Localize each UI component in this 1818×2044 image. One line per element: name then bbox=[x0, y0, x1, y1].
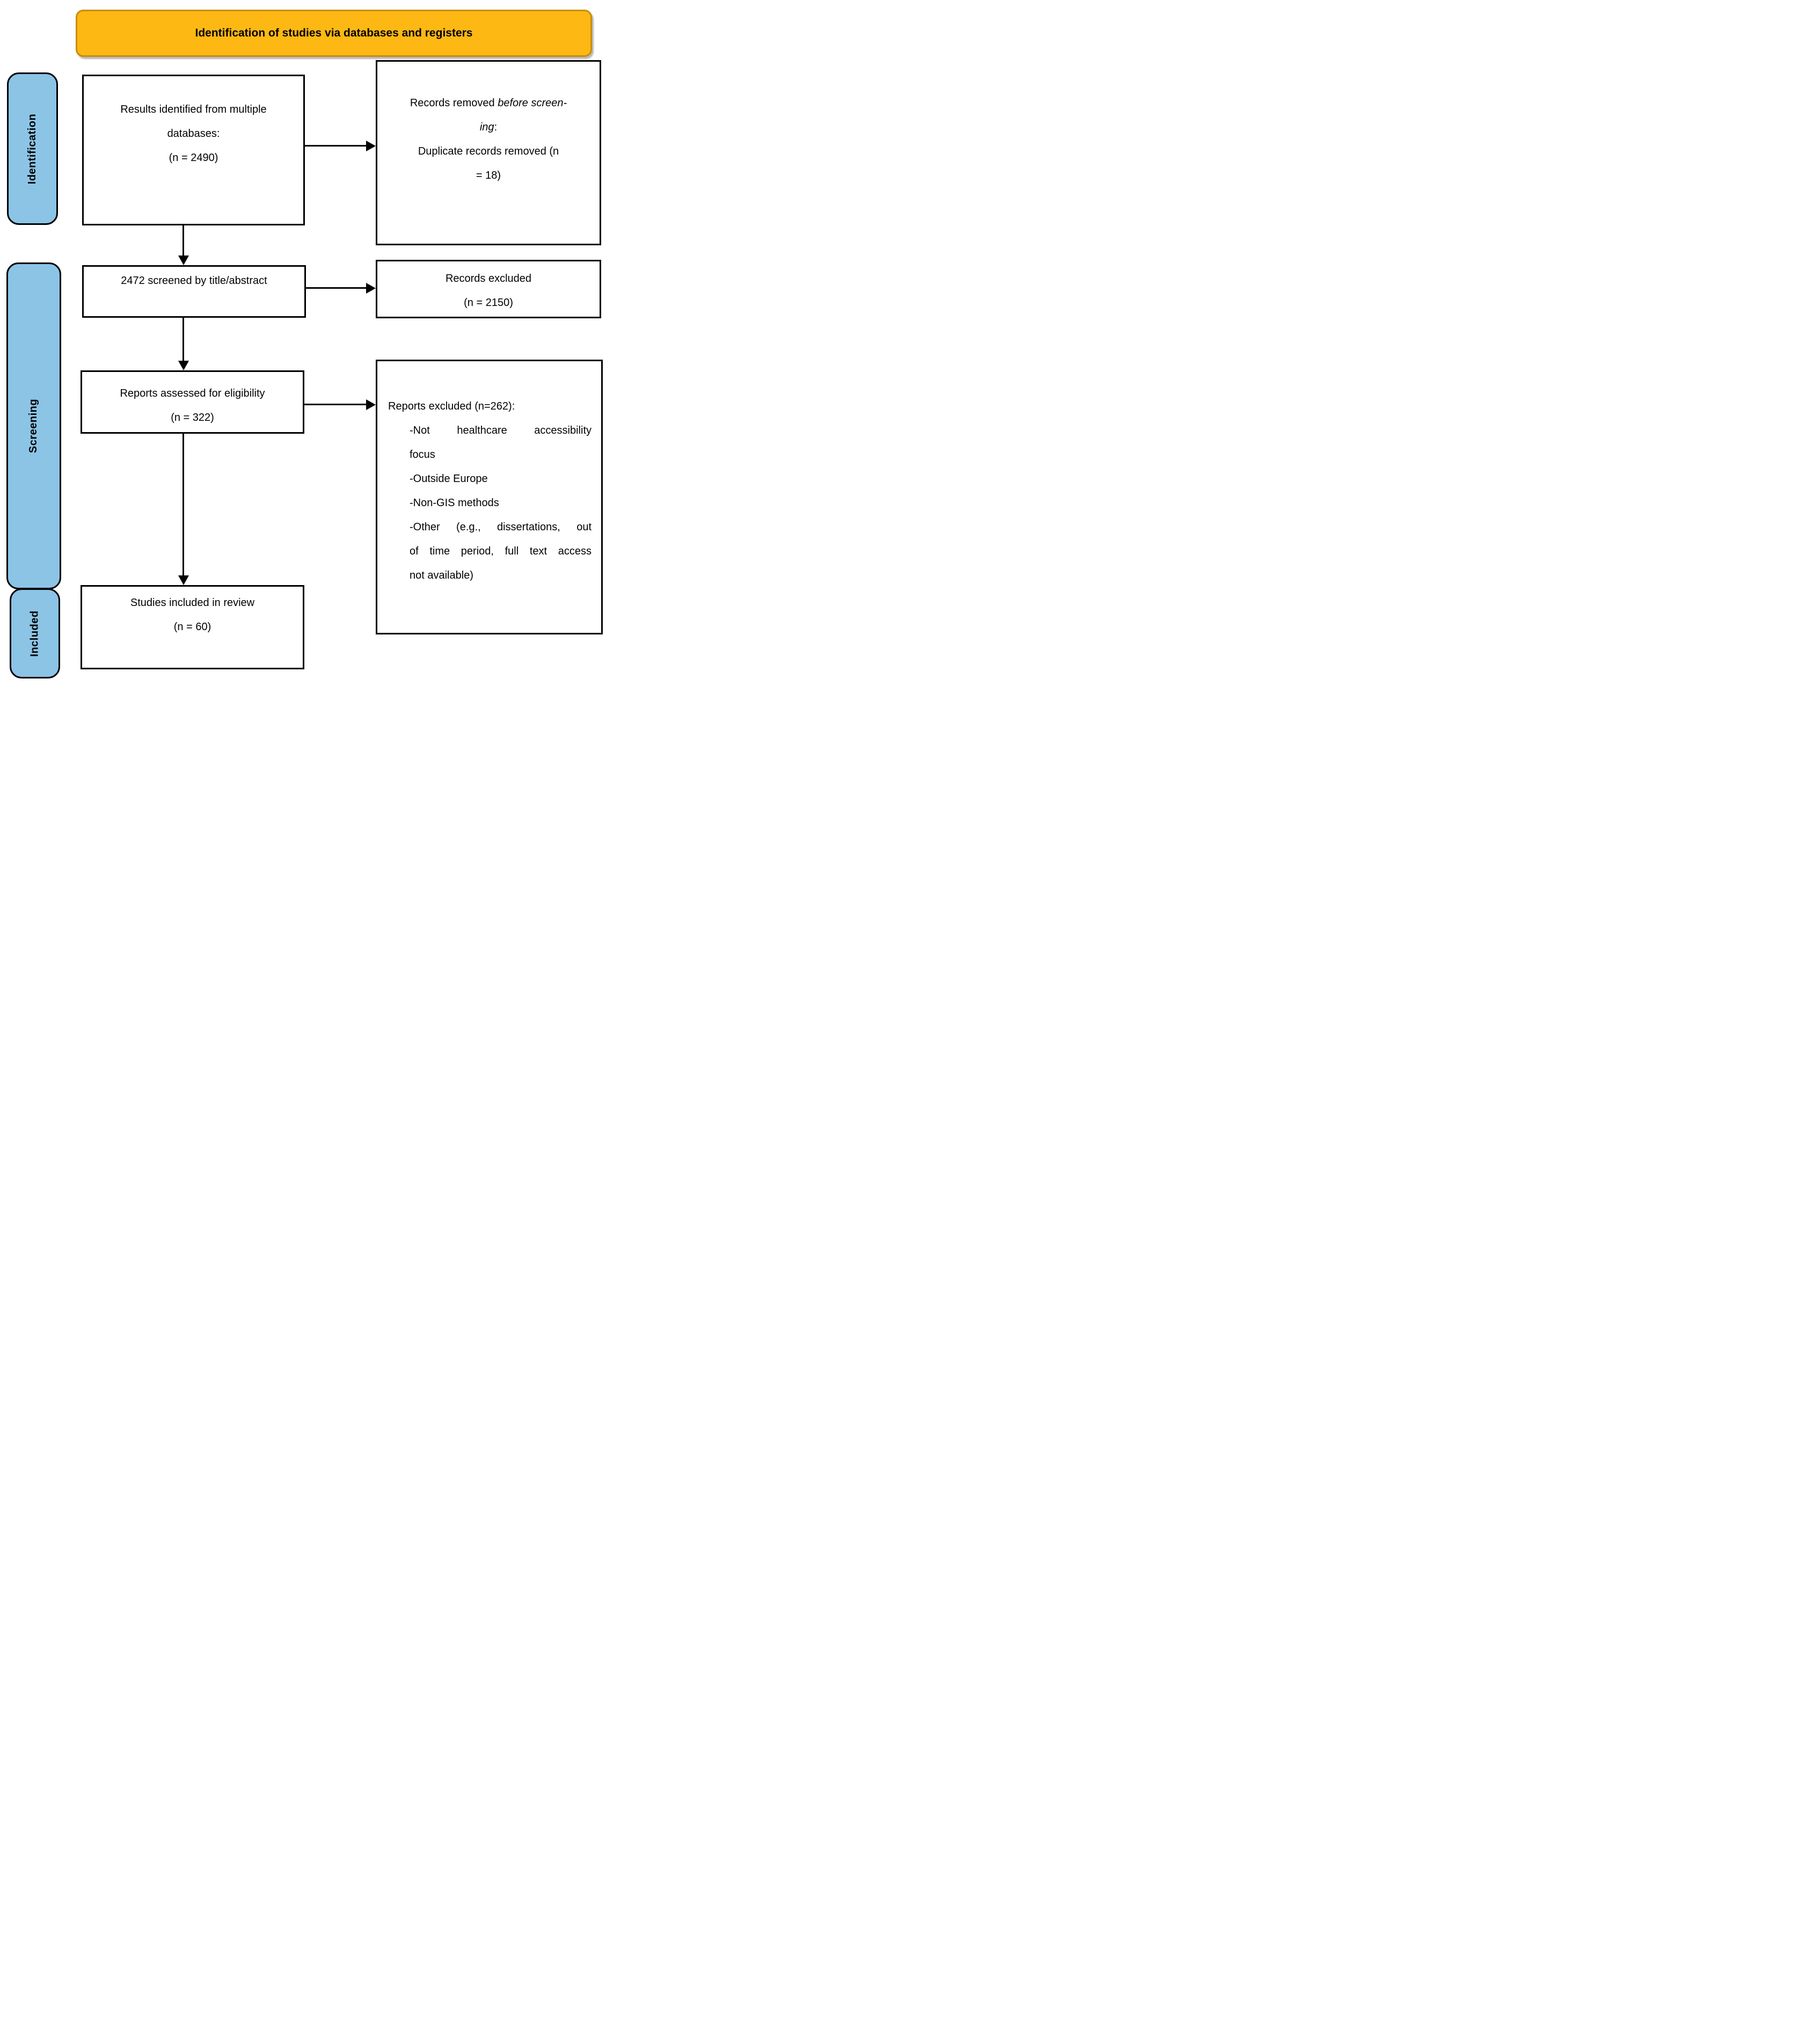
box-records-excluded-line: (n = 2150) bbox=[464, 297, 513, 309]
box-records-removed: Records removed before screen- ing: Dupl… bbox=[376, 60, 601, 245]
box-reports-excluded: Reports excluded (n=262): -Not healthcar… bbox=[376, 360, 603, 634]
box-studies-included-line: Studies included in review bbox=[130, 597, 255, 609]
arrow-line bbox=[305, 145, 367, 147]
exclusion-reason-line: -Not healthcare accessibility bbox=[410, 425, 592, 436]
box-screened: 2472 screened by title/abstract bbox=[82, 265, 306, 318]
arrow-line bbox=[304, 404, 367, 405]
arrowhead-right-icon bbox=[366, 282, 376, 294]
records-removed-italic2: ing bbox=[479, 121, 494, 133]
box-results-identified-line: Results identified from multiple bbox=[120, 104, 267, 115]
stage-included-label: Included bbox=[28, 610, 41, 657]
banner: Identification of studies via databases … bbox=[76, 10, 592, 57]
prisma-flow-diagram: Identification of studies via databases … bbox=[0, 0, 606, 681]
box-records-excluded: Records excluded (n = 2150) bbox=[376, 260, 601, 318]
box-records-removed-line3: Duplicate records removed (n bbox=[418, 145, 559, 157]
stage-identification: Identification bbox=[7, 72, 58, 225]
exclusion-reason-line: of time period, full text access bbox=[410, 545, 592, 557]
arrow-line bbox=[182, 318, 184, 362]
box-records-excluded-line: Records excluded bbox=[445, 273, 532, 284]
arrow-line bbox=[182, 434, 184, 576]
box-reports-assessed-line: (n = 322) bbox=[171, 412, 214, 424]
arrow-line bbox=[182, 225, 184, 257]
exclusion-reason-line: focus bbox=[410, 449, 435, 461]
records-removed-italic: before screen- bbox=[498, 97, 567, 109]
box-results-identified-line: (n = 2490) bbox=[169, 152, 218, 164]
box-results-identified: Results identified from multiple databas… bbox=[82, 75, 305, 225]
box-records-removed-line2: ing: bbox=[377, 115, 600, 140]
box-screened-line: 2472 screened by title/abstract bbox=[121, 275, 267, 287]
arrowhead-down-icon bbox=[178, 361, 189, 370]
records-removed-text: Records removed bbox=[410, 97, 498, 109]
box-reports-assessed-line: Reports assessed for eligibility bbox=[120, 388, 265, 399]
arrowhead-down-icon bbox=[178, 256, 189, 265]
stage-screening: Screening bbox=[6, 262, 61, 589]
arrow-line bbox=[306, 287, 367, 289]
records-removed-colon: : bbox=[494, 121, 498, 133]
box-studies-included: Studies included in review (n = 60) bbox=[81, 585, 304, 669]
box-results-identified-line: databases: bbox=[167, 128, 220, 140]
stage-included: Included bbox=[10, 588, 60, 678]
box-studies-included-line: (n = 60) bbox=[173, 621, 211, 633]
exclusion-reason-line: -Other (e.g., dissertations, out bbox=[410, 521, 592, 533]
arrowhead-right-icon bbox=[366, 140, 376, 151]
arrowhead-down-icon bbox=[178, 575, 189, 585]
box-records-removed-line4: = 18) bbox=[476, 170, 501, 181]
box-records-removed-line1: Records removed before screen- bbox=[377, 91, 600, 115]
arrowhead-right-icon bbox=[366, 399, 376, 410]
stage-screening-label: Screening bbox=[27, 398, 40, 454]
box-reports-excluded-header: Reports excluded (n=262): bbox=[388, 400, 515, 412]
exclusion-reason-line: -Non-GIS methods bbox=[410, 497, 499, 509]
box-reports-assessed: Reports assessed for eligibility (n = 32… bbox=[81, 370, 304, 434]
banner-title: Identification of studies via databases … bbox=[195, 27, 473, 39]
exclusion-reason-line: -Outside Europe bbox=[410, 473, 488, 485]
exclusion-reason-line: not available) bbox=[410, 570, 473, 581]
stage-identification-label: Identification bbox=[26, 113, 39, 184]
